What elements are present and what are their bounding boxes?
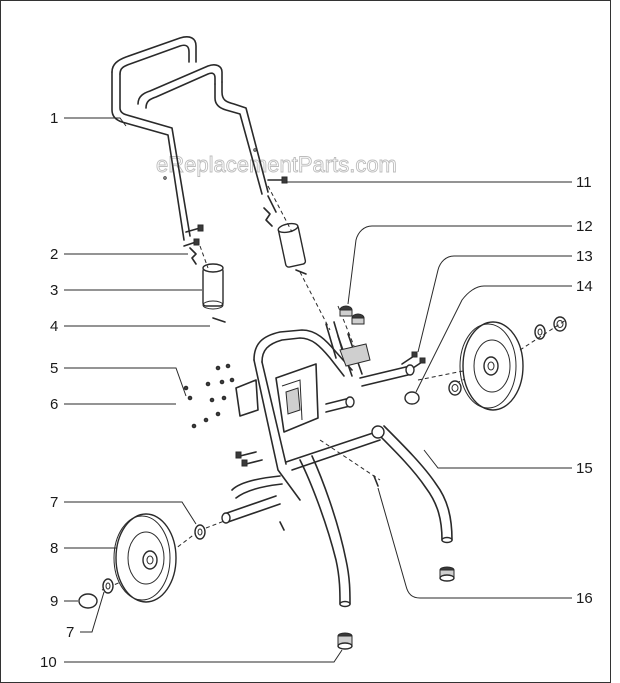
- callout-13: 13: [576, 248, 593, 265]
- callouts: 1 2 3 4 5 6 7 8 9 7 10 11 12 13 14 15 16: [40, 110, 593, 671]
- cart-frame: [221, 321, 453, 608]
- washer-7-upper: [194, 524, 206, 540]
- callout-8: 8: [50, 540, 58, 557]
- pin-4: [212, 317, 226, 323]
- foot-10: [337, 632, 353, 650]
- callout-7-upper: 7: [50, 494, 58, 511]
- handle-bolts-right: [263, 195, 307, 275]
- frame-fasteners: [183, 363, 263, 467]
- callout-7-lower: 7: [66, 624, 74, 641]
- callout-3: 3: [50, 282, 58, 299]
- clip-2: [189, 247, 197, 265]
- leader-lines: [64, 117, 572, 663]
- callout-9: 9: [50, 593, 58, 610]
- callout-15: 15: [576, 460, 593, 477]
- wheel-right: [448, 316, 567, 411]
- callout-16: 16: [576, 590, 593, 607]
- callout-2: 2: [50, 246, 58, 263]
- handle-assembly: [111, 36, 269, 241]
- callout-11: 11: [576, 174, 592, 191]
- callout-6: 6: [50, 396, 58, 413]
- callout-14: 14: [576, 278, 593, 295]
- callout-4: 4: [50, 318, 58, 335]
- hub-cap-9: [78, 593, 98, 609]
- bolt-11: [267, 176, 288, 184]
- callout-10: 10: [40, 654, 57, 671]
- callout-1: 1: [50, 110, 58, 127]
- washer-7-lower: [102, 578, 114, 594]
- foot-right: [439, 566, 455, 582]
- wheel-left: [113, 513, 177, 603]
- sleeve-3: [202, 263, 224, 310]
- watermark-text: eReplacementParts.com: [156, 152, 397, 177]
- plug-14: [404, 391, 420, 405]
- handle-bolts-left: [183, 224, 204, 247]
- callout-5: 5: [50, 360, 58, 377]
- callout-12: 12: [576, 218, 593, 235]
- end-caps-12: [339, 305, 365, 325]
